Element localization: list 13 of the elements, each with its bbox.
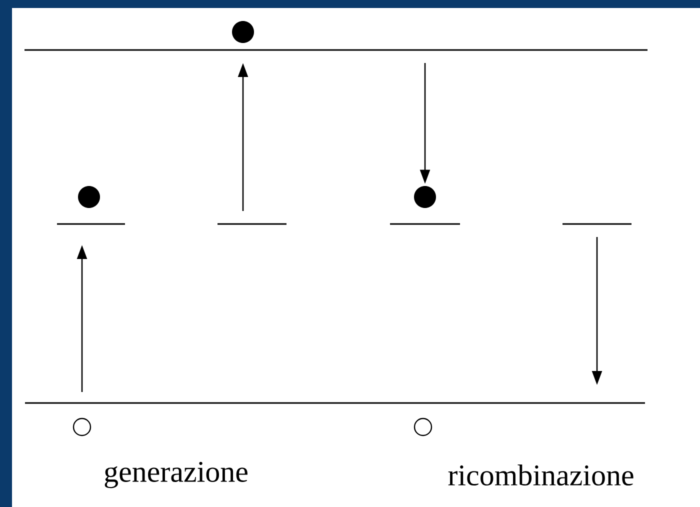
energy-level-line (24, 49, 648, 51)
energy-level-line (562, 223, 632, 225)
caption-text: ricombinazione (448, 464, 634, 486)
energy-level-line (25, 402, 645, 404)
energy-level-line (390, 223, 460, 225)
filled-dot (414, 186, 436, 208)
caption-text: generazione (104, 462, 248, 488)
energy-level-line (57, 223, 125, 225)
filled-dot (78, 186, 100, 208)
open-circle (414, 418, 432, 436)
filled-dot (232, 21, 254, 43)
open-circle (72, 418, 92, 436)
energy-level-line (218, 223, 286, 225)
